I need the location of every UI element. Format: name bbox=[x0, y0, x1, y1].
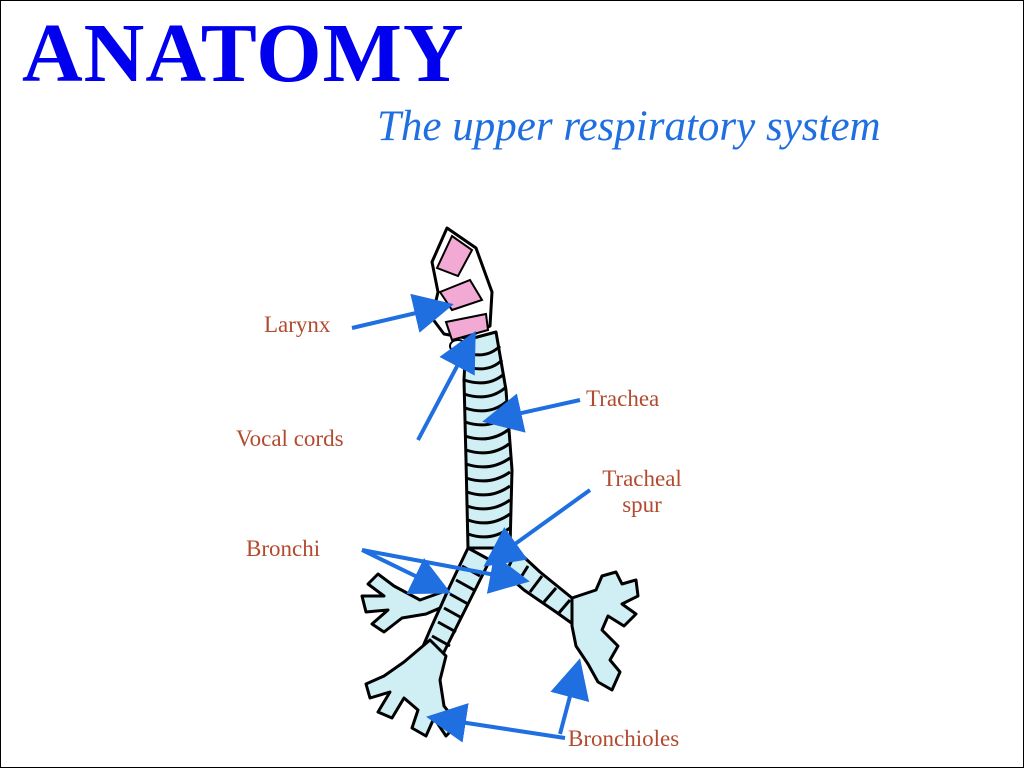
left-lower-bronchioles bbox=[364, 638, 460, 738]
label-bronchioles: Bronchioles bbox=[568, 726, 680, 751]
label-bronchi: Bronchi bbox=[246, 536, 321, 561]
larynx-arrow bbox=[351, 293, 454, 333]
label-tracheal-spur-line1: Tracheal bbox=[602, 466, 682, 491]
tracheal-spur-arrow bbox=[483, 488, 592, 567]
vocal-cords-arrow bbox=[416, 330, 476, 441]
trachea-shape bbox=[462, 330, 514, 550]
bronchioles-arrow-right bbox=[550, 658, 590, 735]
page-subtitle: The upper respiratory system bbox=[377, 103, 881, 150]
trachea-arrow bbox=[482, 393, 581, 433]
bronchioles-arrow-left bbox=[426, 703, 566, 743]
right-bronchioles bbox=[570, 570, 640, 692]
page-title: ANATOMY bbox=[22, 7, 465, 100]
left-upper-bronchioles bbox=[360, 572, 450, 634]
label-tracheal-spur: Tracheal spur bbox=[596, 466, 688, 519]
label-larynx: Larynx bbox=[264, 312, 331, 337]
label-vocal-cords: Vocal cords bbox=[236, 426, 344, 451]
bronchi-arrow-right bbox=[361, 548, 530, 594]
label-trachea: Trachea bbox=[586, 386, 660, 411]
bronchi-arrow-left bbox=[361, 548, 452, 594]
label-tracheal-spur-line2: spur bbox=[622, 492, 662, 518]
larynx-shape bbox=[430, 226, 494, 353]
